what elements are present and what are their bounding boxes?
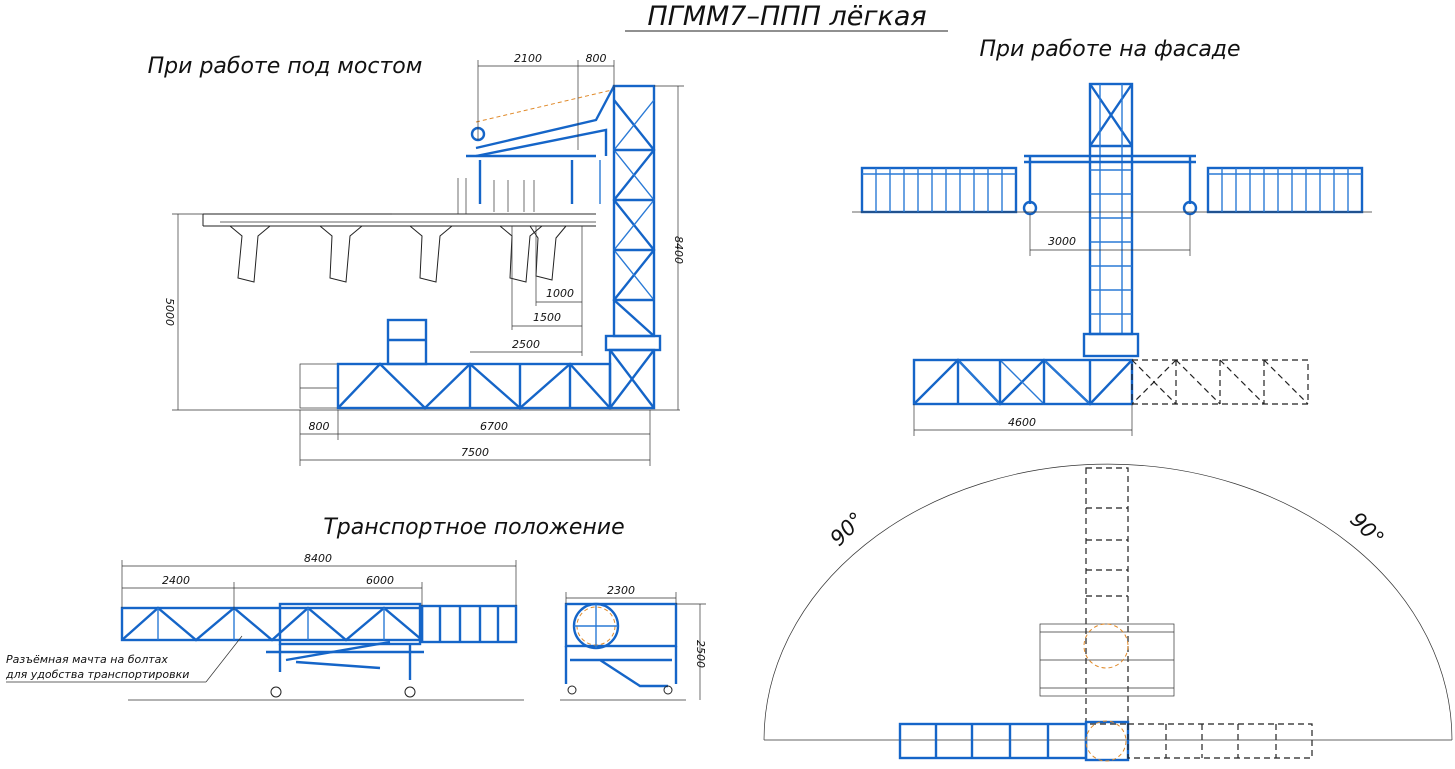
dim-1500: 1500 — [533, 311, 561, 324]
dim-8400-height: 8400 — [672, 236, 685, 264]
dim-6700: 6700 — [480, 420, 508, 433]
transport-view: Транспортное положение Разъёмная мачта н… — [5, 515, 707, 701]
facade-rail-posts — [875, 168, 1349, 212]
facade-view-title: При работе на фасаде — [979, 37, 1240, 62]
transport-note-leader — [205, 635, 243, 683]
rotation-view: 90° 90° — [763, 463, 1453, 762]
bridge-deck — [202, 213, 596, 283]
dim-7500: 7500 — [461, 446, 489, 459]
facade-dimensions: 3000 4600 — [913, 214, 1191, 436]
bridge-view: При работе под мостом — [148, 52, 685, 466]
dim-5000: 5000 — [163, 298, 176, 326]
dim-800-bottom: 800 — [309, 420, 330, 433]
rotation-platform — [1039, 623, 1175, 697]
facade-mast — [1082, 82, 1140, 358]
transport-note-line-2: для удобства транспортировки — [5, 668, 189, 681]
facade-chassis-extension — [1131, 359, 1309, 405]
bridge-boom — [392, 85, 616, 215]
transport-truss — [120, 602, 524, 701]
dim-2100: 2100 — [514, 52, 542, 65]
dim-2300: 2300 — [607, 584, 635, 597]
dim-4600: 4600 — [1008, 416, 1036, 429]
dim-2500: 2500 — [512, 338, 540, 351]
facade-platform — [852, 154, 1372, 216]
bridge-dimensions: 2100 800 8400 5000 1000 1500 2500 8 — [163, 52, 685, 466]
truck-chassis — [299, 318, 612, 410]
bridge-view-title: При работе под мостом — [148, 54, 423, 79]
angle-left-label: 90° — [825, 507, 868, 550]
dim-2400: 2400 — [162, 574, 190, 587]
angle-right-label: 90° — [1345, 507, 1388, 550]
dim-3000: 3000 — [1048, 235, 1076, 248]
transport-dimensions: 8400 2400 6000 — [121, 552, 517, 610]
rotation-vertical-mast — [1085, 467, 1129, 725]
transport-view-title: Транспортное положение — [323, 515, 624, 540]
transport-end-view: 2300 2500 — [560, 584, 707, 701]
dim-800-top: 800 — [586, 52, 607, 65]
facade-chassis — [912, 358, 1134, 406]
rotation-horizontal-boom — [898, 720, 1313, 762]
dim-6000: 6000 — [366, 574, 394, 587]
dim-2500-height: 2500 — [694, 640, 707, 668]
rotation-arc — [763, 463, 1453, 741]
bridge-mast — [604, 84, 662, 410]
dim-1000: 1000 — [546, 287, 574, 300]
facade-view: При работе на фасаде — [852, 37, 1372, 436]
dim-8400-transport: 8400 — [304, 552, 332, 565]
main-title: ПГММ7–ППП лёгкая — [647, 1, 926, 32]
transport-note-line-1: Разъёмная мачта на болтах — [6, 653, 168, 666]
